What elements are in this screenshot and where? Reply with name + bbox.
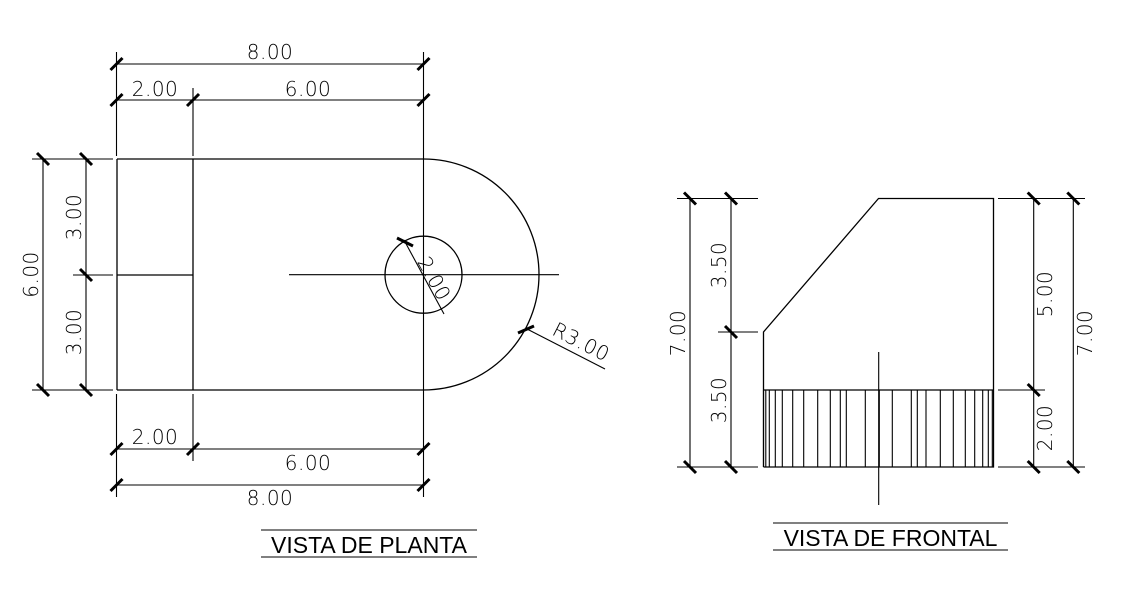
svg-text:VISTA DE FRONTAL: VISTA DE FRONTAL <box>784 525 998 551</box>
dim-hole-diameter: 2.00 <box>396 236 456 315</box>
dim-left-split: 3.00 3.00 <box>62 151 94 398</box>
dim-top-split: 2.00 6.00 <box>109 77 431 108</box>
svg-text:6.00: 6.00 <box>285 451 332 475</box>
svg-text:VISTA DE PLANTA: VISTA DE PLANTA <box>271 532 468 558</box>
front-view-title: VISTA DE FRONTAL <box>773 522 1008 551</box>
dim-arc-radius: R3.00 <box>517 317 614 370</box>
svg-text:R3.00: R3.00 <box>549 317 614 366</box>
dim-front-right-split: 5.00 2.00 <box>1026 191 1057 475</box>
svg-text:3.00: 3.00 <box>62 309 86 356</box>
plan-outline <box>116 158 559 391</box>
dim-left-total: 6.00 <box>19 151 51 398</box>
svg-text:2.00: 2.00 <box>132 77 179 101</box>
dim-front-right-total: 7.00 <box>1066 191 1097 475</box>
svg-text:3.00: 3.00 <box>62 194 86 241</box>
svg-text:8.00: 8.00 <box>247 486 294 510</box>
dim-bottom-split: 2.00 6.00 <box>109 425 431 475</box>
svg-text:2.00: 2.00 <box>132 425 179 449</box>
svg-text:5.00: 5.00 <box>1033 271 1057 318</box>
plan-view-title: VISTA DE PLANTA <box>261 529 477 558</box>
dim-top-total: 8.00 <box>109 40 431 72</box>
plan-view: 8.00 2.00 6.00 6.00 3.00 3 <box>19 40 614 558</box>
dim-front-left-split: 3.50 3.50 <box>707 191 739 475</box>
svg-text:7.00: 7.00 <box>666 310 690 357</box>
front-outline <box>762 197 995 505</box>
svg-text:8.00: 8.00 <box>247 40 294 64</box>
svg-text:6.00: 6.00 <box>19 251 43 298</box>
svg-text:3.50: 3.50 <box>707 377 731 424</box>
svg-text:2.00: 2.00 <box>412 252 456 304</box>
svg-text:6.00: 6.00 <box>285 77 332 101</box>
svg-text:7.00: 7.00 <box>1073 310 1097 357</box>
front-view: 7.00 3.50 3.50 5.00 2.00 7 <box>666 191 1097 551</box>
dim-bottom-total: 8.00 <box>109 477 431 510</box>
svg-text:3.50: 3.50 <box>707 242 731 289</box>
hatch-pattern <box>762 390 993 467</box>
svg-text:2.00: 2.00 <box>1033 405 1057 452</box>
dim-front-left-total: 7.00 <box>666 191 698 475</box>
